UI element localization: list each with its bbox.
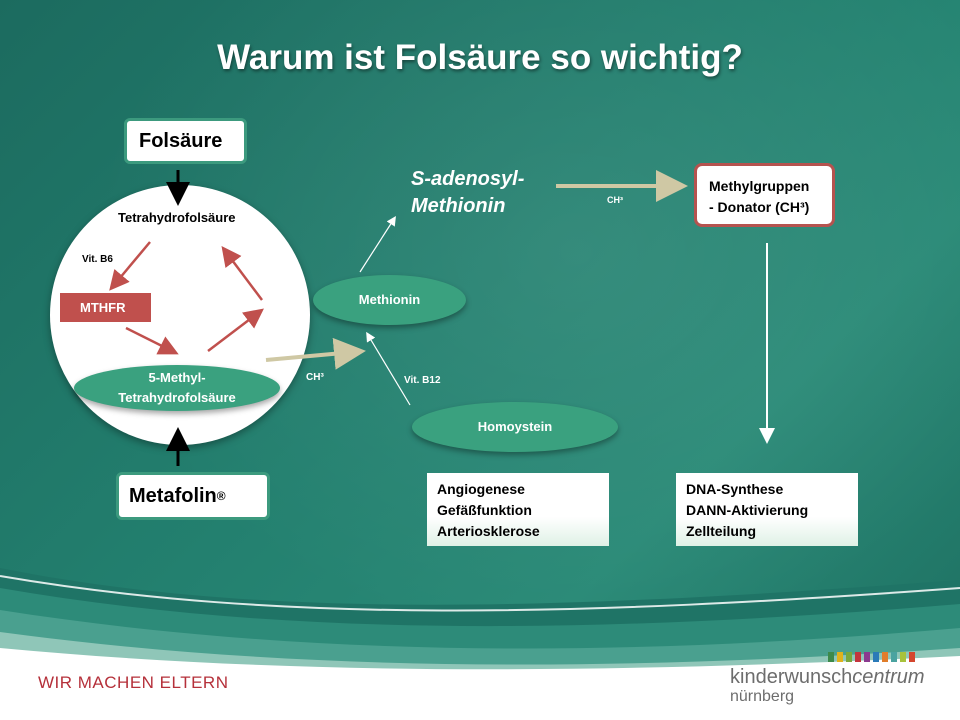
- folsaeure-box: Folsäure: [124, 118, 247, 164]
- brand-name-light: kinderwunsch: [730, 666, 853, 688]
- info-cellular-item: DNA-Synthese: [686, 481, 784, 497]
- sam-line2: Methionin: [411, 195, 506, 217]
- info-box-vascular: Angiogenese Gefäßfunktion Arterioskleros…: [427, 473, 609, 546]
- homoystein-ellipse: Homoystein: [412, 402, 618, 452]
- donor-box: Methylgruppen - Donator (CH³): [694, 163, 835, 227]
- vit-b12-label: Vit. B12: [404, 375, 441, 386]
- brand-city: nürnberg: [730, 688, 795, 705]
- sam-line1: S-adenosyl-: [411, 168, 525, 190]
- brand-name: kinderwunschcentrum: [730, 666, 925, 689]
- logo-color-square: [882, 652, 888, 662]
- info-vascular-item: Gefäßfunktion: [437, 502, 532, 518]
- arrow-homoystein-to-methionin: [366, 331, 411, 406]
- ch3-right-label: CH³: [607, 195, 623, 205]
- methyl-thf-ellipse: 5-Methyl- Tetrahydrofolsäure: [74, 365, 280, 411]
- logo-color-square: [864, 652, 870, 662]
- arrow-cycle-2: [125, 326, 179, 355]
- info-vascular-item: Arteriosklerose: [437, 523, 540, 539]
- logo-color-bar: [828, 652, 915, 662]
- homoystein-label: Homoystein: [477, 419, 553, 434]
- info-box-cellular: DNA-Synthese DANN-Aktivierung Zellteilun…: [676, 473, 858, 546]
- sam-label: S-adenosyl- Methionin: [411, 166, 524, 220]
- mthfr-label: MTHFR: [80, 300, 126, 315]
- donor-line1: Methylgruppen: [709, 178, 810, 194]
- logo-color-square: [900, 652, 906, 662]
- brand-logo: kinderwunschcentrum nürnberg: [718, 650, 928, 710]
- vit-b6-label: Vit. B6: [82, 254, 113, 265]
- donor-line2: - Donator (CH³): [709, 199, 810, 215]
- tetrahydrofolsaeure-label: Tetrahydrofolsäure: [118, 210, 236, 225]
- logo-color-square: [909, 652, 915, 662]
- logo-color-square: [828, 652, 834, 662]
- methionin-label: Methionin: [358, 292, 421, 307]
- info-vascular-item: Angiogenese: [437, 481, 525, 497]
- ch3-left-label: CH³: [306, 372, 324, 383]
- arrow-methionin-to-sam: [359, 215, 396, 273]
- footer-waves: [0, 568, 960, 720]
- metafolin-registered-mark: ®: [216, 489, 226, 503]
- slide-title: Warum ist Folsäure so wichtig?: [217, 38, 743, 77]
- logo-color-square: [855, 652, 861, 662]
- arrow-cycle-1: [109, 241, 151, 291]
- brand-name-italic: centrum: [852, 666, 925, 688]
- methyl-thf-line2: Tetrahydrofolsäure: [118, 390, 236, 405]
- arrow-cycle-3: [207, 308, 264, 352]
- arrow-methyl-transfer: [265, 337, 366, 370]
- logo-color-square: [837, 652, 843, 662]
- slogan: WIR MACHEN ELTERN: [38, 673, 229, 692]
- logo-color-square: [873, 652, 879, 662]
- methionin-ellipse: Methionin: [313, 275, 466, 325]
- methyl-thf-line1: 5-Methyl-: [148, 370, 206, 385]
- logo-color-square: [846, 652, 852, 662]
- mthfr-box: MTHFR: [60, 293, 151, 322]
- arrow-cycle-4: [221, 246, 263, 301]
- metafolin-label: Metafolin: [129, 484, 217, 507]
- metafolin-box: Metafolin®: [116, 472, 270, 520]
- info-cellular-item: DANN-Aktivierung: [686, 502, 809, 518]
- info-cellular-item: Zellteilung: [686, 523, 756, 539]
- logo-color-square: [891, 652, 897, 662]
- folsaeure-label: Folsäure: [139, 129, 223, 152]
